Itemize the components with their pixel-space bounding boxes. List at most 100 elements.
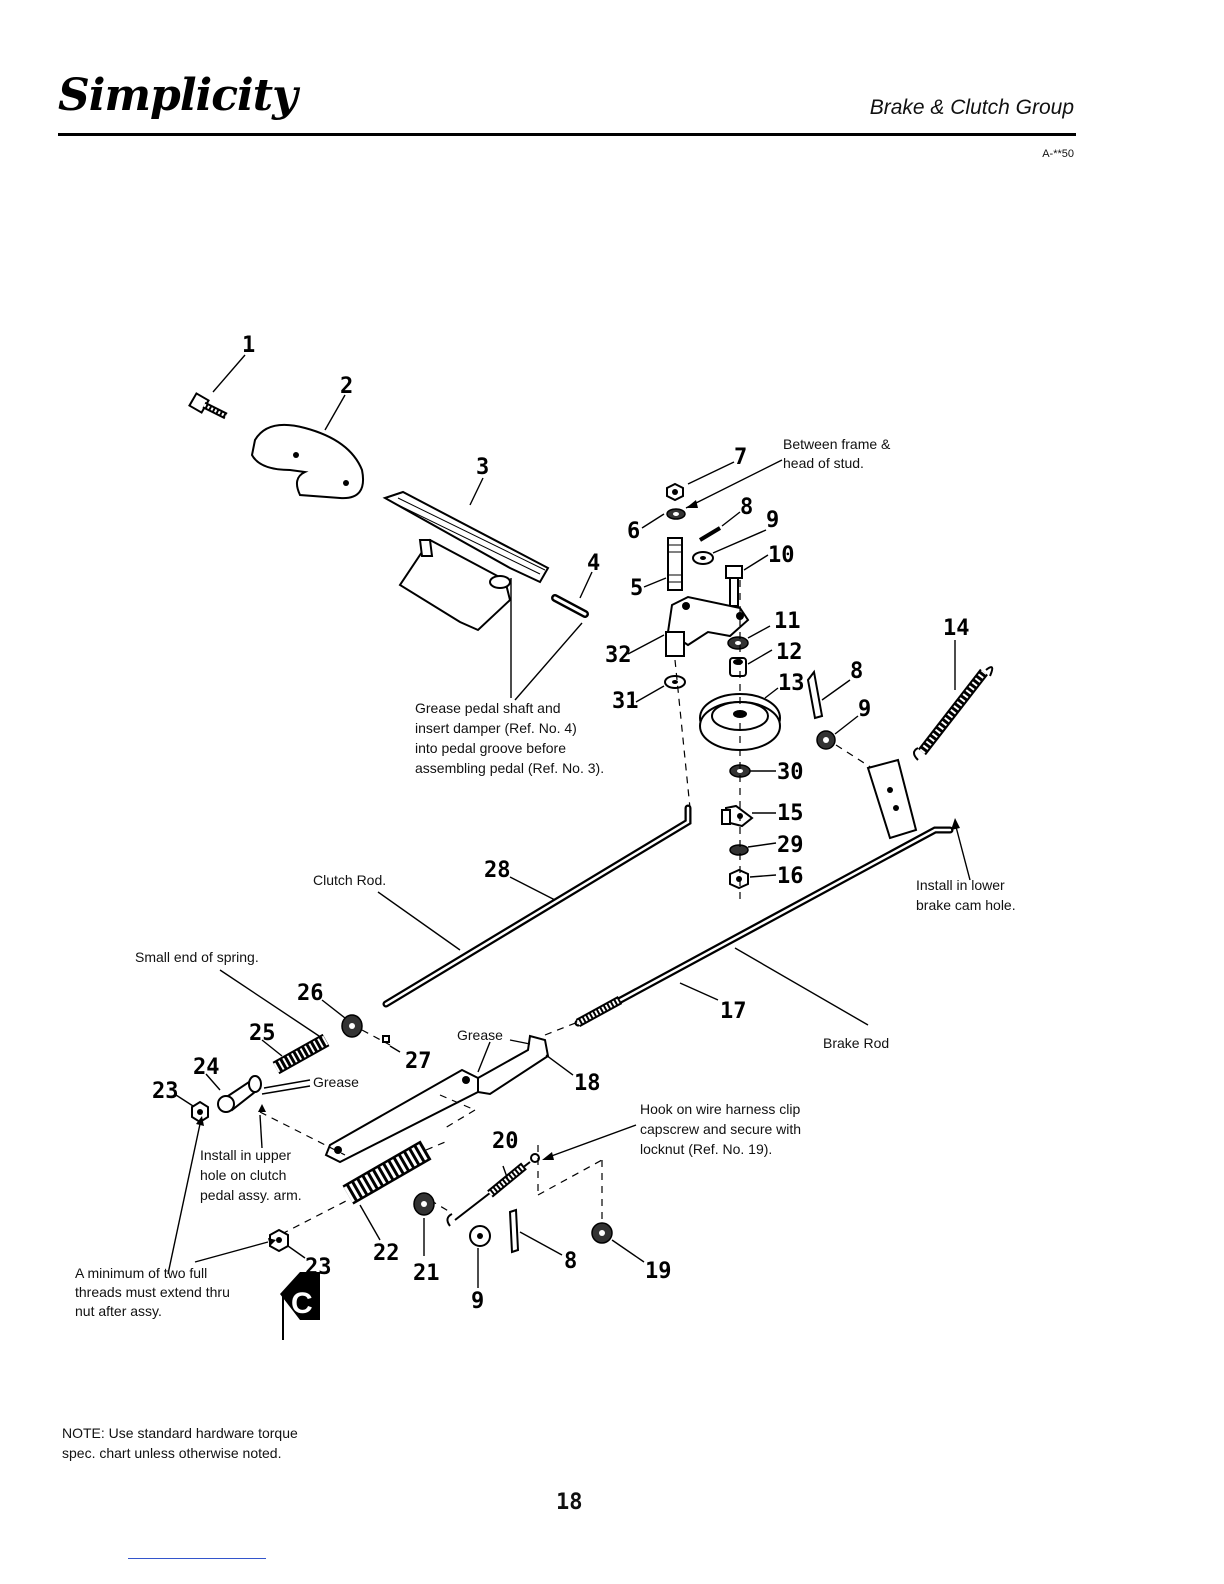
callout-25: 25 <box>249 1021 276 1046</box>
part-washer-11 <box>727 625 771 650</box>
callout-20: 20 <box>492 1129 519 1154</box>
part-washer-30 <box>729 764 776 778</box>
part-cotter-pin-8c <box>508 1208 563 1256</box>
brand-logo: Simplicity <box>58 70 298 121</box>
part-spring-25 <box>219 969 330 1075</box>
part-pedal-3 <box>382 477 550 632</box>
callout-19: 19 <box>645 1259 672 1284</box>
section-tab-marker: C <box>280 1272 320 1340</box>
callout-9a: 9 <box>766 508 779 533</box>
callout-17: 17 <box>720 999 747 1024</box>
part-washer-9b <box>816 715 859 750</box>
note-install-upper-3: pedal assy. arm. <box>200 1187 302 1203</box>
part-nut-23b <box>194 1228 306 1263</box>
note-between-frame-1: Between frame & <box>783 436 891 452</box>
note-hook-wire-1: Hook on wire harness clip <box>640 1101 801 1117</box>
part-washer-6 <box>641 459 783 529</box>
part-cotter-pin-8b <box>806 669 851 720</box>
part-washer-9c <box>469 1225 491 1288</box>
callout-15: 15 <box>777 801 804 826</box>
callout-4: 4 <box>587 551 600 576</box>
callout-24: 24 <box>193 1055 220 1080</box>
part-locknut-19 <box>591 1222 645 1263</box>
callout-21: 21 <box>413 1261 440 1286</box>
callout-32: 32 <box>605 643 632 668</box>
callout-12: 12 <box>776 640 803 665</box>
note-brake-rod: Brake Rod <box>823 1035 889 1051</box>
callout-22: 22 <box>373 1241 400 1266</box>
callout-8a: 8 <box>740 495 753 520</box>
part-nut-7 <box>666 461 735 502</box>
callout-1: 1 <box>242 333 255 358</box>
note-min-threads-3: nut after assy. <box>75 1303 162 1319</box>
part-spring-22 <box>342 1140 432 1241</box>
footer-note: NOTE: Use standard hardware torque spec.… <box>62 1425 298 1461</box>
note-grease-pedal-2: insert damper (Ref. No. 4) <box>415 720 577 736</box>
section-title: Brake & Clutch Group <box>869 96 1074 119</box>
callout-3: 3 <box>476 455 489 480</box>
note-install-upper-1: Install in upper <box>200 1147 291 1163</box>
callout-9c: 9 <box>471 1289 484 1314</box>
callout-8b: 8 <box>850 659 863 684</box>
callout-29: 29 <box>777 833 804 858</box>
part-arm-32 <box>627 595 750 657</box>
note-hook-wire-3: locknut (Ref. No. 19). <box>640 1141 772 1157</box>
part-brake-cam-plate <box>866 758 918 840</box>
part-brake-rod-17 <box>574 818 971 1027</box>
part-nut-16 <box>729 868 777 890</box>
callout-31: 31 <box>612 689 639 714</box>
callout-11: 11 <box>774 609 801 634</box>
note-install-lower-2: brake cam hole. <box>916 897 1016 913</box>
note-between-frame-2: head of stud. <box>783 455 864 471</box>
callout-8c: 8 <box>564 1249 577 1274</box>
part-bracket-15 <box>721 804 776 828</box>
callout-30: 30 <box>777 760 804 785</box>
note-grease-pedal-1: Grease pedal shaft and <box>415 700 561 716</box>
part-cotter-pin-8a <box>698 511 741 542</box>
part-sleeve-26 <box>321 999 363 1038</box>
callout-10: 10 <box>768 543 795 568</box>
part-bolt-1 <box>188 354 246 420</box>
part-washer-9a <box>692 529 767 565</box>
note-hook-wire-2: capscrew and secure with <box>640 1121 801 1137</box>
part-bolt-10 <box>725 554 769 607</box>
header-rule <box>58 133 1076 136</box>
callout-13: 13 <box>778 671 805 696</box>
part-stud-5 <box>643 537 683 591</box>
callout-14: 14 <box>943 616 970 641</box>
callout-2: 2 <box>340 374 353 399</box>
callout-26: 26 <box>297 981 324 1006</box>
bottom-decoration-line <box>128 1558 266 1559</box>
part-spacer-12 <box>729 649 773 677</box>
section-tab-letter: C <box>291 1287 313 1320</box>
note-install-lower-1: Install in lower <box>916 877 1005 893</box>
part-fitting-24 <box>205 1073 311 1149</box>
callout-7: 7 <box>734 445 747 470</box>
page-number: 18 <box>556 1490 583 1515</box>
callout-16: 16 <box>777 864 804 889</box>
callout-6: 6 <box>627 519 640 544</box>
part-plate-2 <box>250 394 364 500</box>
callout-27: 27 <box>405 1049 432 1074</box>
note-grease-pedal-4: assembling pedal (Ref. No. 3). <box>415 760 604 776</box>
part-nut-23a <box>167 1094 209 1275</box>
callout-28: 28 <box>484 858 511 883</box>
note-grease-fitting: Grease <box>313 1074 359 1090</box>
part-washer-29 <box>729 842 777 856</box>
part-spring-14 <box>913 640 994 761</box>
part-pin-4 <box>551 571 593 618</box>
note-grease-pedal-3: into pedal groove before <box>415 740 566 756</box>
callout-18: 18 <box>574 1071 601 1096</box>
note-clutch-rod: Clutch Rod. <box>313 872 386 888</box>
callout-9b: 9 <box>858 697 871 722</box>
part-pedal-arm-18 <box>324 1034 574 1164</box>
note-grease-arm: Grease <box>457 1027 503 1043</box>
callout-23a: 23 <box>152 1079 179 1104</box>
note-min-threads-1: A minimum of two full <box>75 1265 207 1281</box>
part-washer-31 <box>635 675 686 703</box>
note-small-end-spring: Small end of spring. <box>135 949 259 965</box>
part-fitting-27 <box>382 1035 401 1053</box>
note-install-upper-2: hole on clutch <box>200 1167 286 1183</box>
callout-5: 5 <box>630 576 643 601</box>
part-nut-21 <box>413 1192 435 1256</box>
